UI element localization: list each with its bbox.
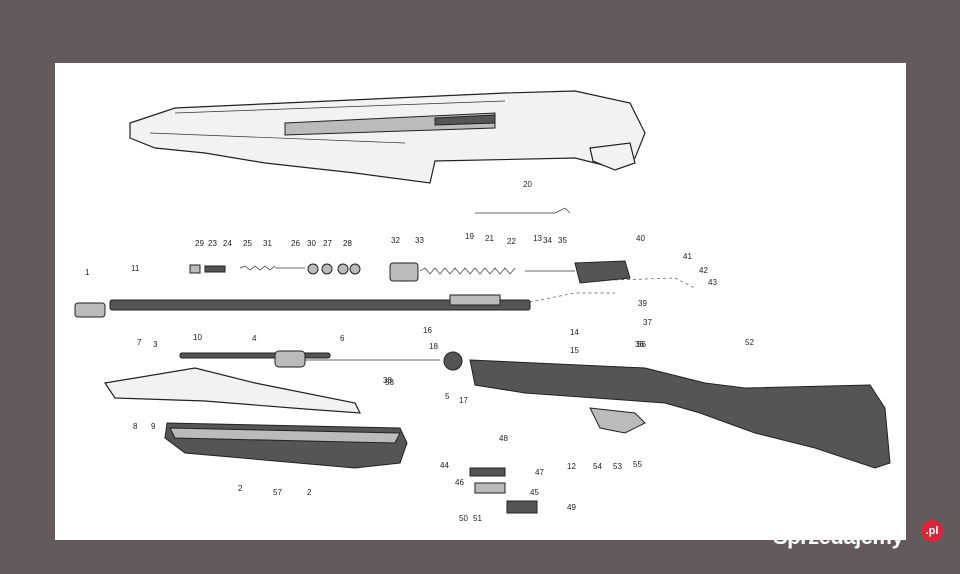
part-label: 56 [637, 340, 646, 349]
part-label: 16 [423, 326, 432, 335]
part-label: 24 [223, 239, 232, 248]
part-label: 57 [273, 488, 282, 497]
diagram-panel: 1 2 2 3 4 5 6 7 8 9 10 11 12 13 14 15 16… [55, 63, 906, 540]
part-label: 26 [291, 239, 300, 248]
part-label: 53 [613, 462, 622, 471]
part-label: 9 [151, 422, 156, 431]
exploded-rifle-diagram: 1 2 2 3 4 5 6 7 8 9 10 11 12 13 14 15 16… [74, 90, 891, 523]
part-label: 7 [137, 338, 142, 347]
part-label: 39 [638, 299, 647, 308]
part-label: 36 [635, 340, 644, 349]
part-label: 30 [307, 239, 316, 248]
part-label: 35 [558, 236, 567, 245]
upper-handguard-part [103, 367, 362, 414]
assembled-action-illustration [129, 90, 646, 184]
part-label: 8 [133, 422, 138, 431]
mainspring-part [389, 260, 631, 284]
part-label: 58 [385, 378, 394, 387]
spring-assembly-part [189, 263, 361, 275]
part-label: 23 [208, 239, 217, 248]
trigger-guard-part [589, 407, 646, 434]
part-label: 31 [263, 239, 272, 248]
part-label: 47 [535, 468, 544, 477]
part-label: 12 [567, 462, 576, 471]
part-label: 33 [415, 236, 424, 245]
part-label: 22 [507, 237, 516, 246]
part-label: 13 [533, 234, 542, 243]
part-label: 27 [323, 239, 332, 248]
part-label: 50 [459, 514, 468, 523]
part-label: 41 [683, 252, 692, 261]
part-label: 11 [131, 264, 140, 273]
part-label: 52 [745, 338, 754, 347]
rod-assembly [179, 350, 463, 371]
part-label: 55 [633, 460, 642, 469]
part-label: 1 [85, 268, 90, 277]
part-label: 40 [636, 234, 645, 243]
part-label: 21 [485, 234, 494, 243]
part-label: 37 [643, 318, 652, 327]
part-label: 14 [570, 328, 579, 337]
stock-part [469, 359, 891, 469]
part-label: 46 [455, 478, 464, 487]
part-label: 54 [593, 462, 602, 471]
part-label: 25 [243, 239, 252, 248]
sprzedajemy-watermark: Sprzedajemy .pl [773, 520, 953, 560]
cocking-rod-part [475, 207, 571, 214]
part-label: 10 [193, 333, 202, 342]
part-label: 44 [440, 461, 449, 470]
part-label: 17 [459, 396, 468, 405]
part-label: 49 [567, 503, 576, 512]
part-label: 28 [343, 239, 352, 248]
watermark-badge: .pl [921, 520, 943, 542]
part-label: 51 [473, 514, 482, 523]
part-label: 19 [465, 232, 474, 241]
part-label: 3 [153, 340, 158, 349]
lower-handguard-part [164, 422, 408, 469]
part-label: 2 [238, 484, 243, 493]
part-label: 18 [429, 342, 438, 351]
part-label: 2 [307, 488, 312, 497]
part-label: 6 [340, 334, 345, 343]
part-label-group: 1 2 2 3 4 5 6 7 8 9 10 11 12 13 14 15 16… [85, 180, 754, 523]
part-label: 45 [530, 488, 539, 497]
trigger-group-part [469, 467, 538, 514]
part-label: 15 [570, 346, 579, 355]
part-label: 43 [708, 278, 717, 287]
part-label: 20 [523, 180, 532, 189]
part-label: 34 [543, 236, 552, 245]
part-label: 5 [445, 392, 450, 401]
part-label: 29 [195, 239, 204, 248]
part-label: 4 [252, 334, 257, 343]
watermark-text: Sprzedajemy [773, 524, 904, 549]
part-label: 32 [391, 236, 400, 245]
part-label: 42 [699, 266, 708, 275]
barrel-part [74, 294, 531, 318]
part-label: 48 [499, 434, 508, 443]
part-label: 38 [383, 376, 392, 385]
